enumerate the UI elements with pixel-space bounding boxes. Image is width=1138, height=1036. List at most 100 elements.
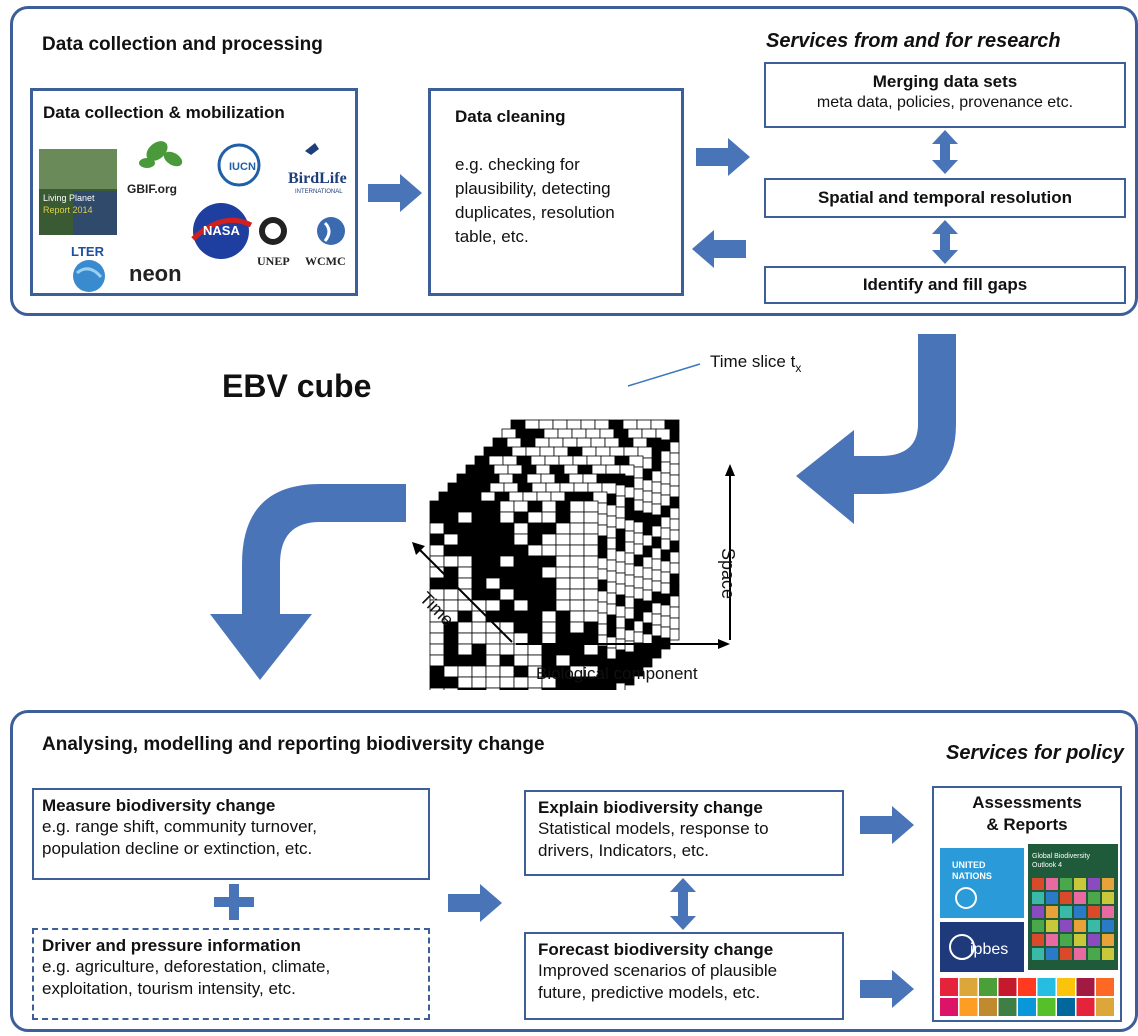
cube-cell bbox=[499, 544, 515, 557]
cube-cell bbox=[485, 588, 501, 601]
cube-cell bbox=[527, 588, 543, 601]
cube-cell bbox=[499, 500, 515, 513]
cube-cell bbox=[513, 621, 529, 634]
cube-cell bbox=[541, 544, 557, 557]
fill-gaps-box: Identify and fill gaps bbox=[764, 266, 1126, 304]
cube-cell bbox=[471, 544, 487, 557]
cube-cell bbox=[583, 632, 599, 645]
cube-cell bbox=[499, 511, 515, 524]
mosaic-tile bbox=[1032, 906, 1044, 918]
cube-cell bbox=[583, 555, 599, 568]
cube-cell bbox=[457, 676, 473, 689]
cube-cell bbox=[541, 632, 557, 645]
cube-cell bbox=[471, 522, 487, 535]
cube-cell bbox=[443, 588, 459, 601]
cube-cell bbox=[429, 522, 445, 535]
cube-cell bbox=[513, 610, 529, 623]
cube-cell bbox=[569, 577, 585, 590]
cube-cell bbox=[541, 566, 557, 579]
mosaic-tile bbox=[1046, 920, 1058, 932]
cube-cell bbox=[471, 500, 487, 513]
sdg-tile bbox=[1057, 978, 1075, 996]
cube-cell bbox=[527, 687, 543, 690]
sdg-tile bbox=[1018, 978, 1036, 996]
forecast-text: Improved scenarios of plausible future, … bbox=[538, 961, 778, 1002]
sdg-tile bbox=[979, 998, 997, 1016]
cube-cell bbox=[499, 599, 515, 612]
forecast-heading: Forecast biodiversity change bbox=[538, 940, 774, 959]
cube-cell bbox=[555, 610, 571, 623]
cube-cell bbox=[555, 632, 571, 645]
cube-cell bbox=[443, 522, 459, 535]
measure-heading: Measure biodiversity change bbox=[42, 796, 276, 815]
cube-cell bbox=[499, 687, 515, 690]
mosaic-tile bbox=[1074, 948, 1086, 960]
sdg-tile bbox=[1037, 978, 1056, 996]
cube-cell bbox=[485, 511, 501, 524]
ipbes-logo: ipbes bbox=[940, 922, 1024, 972]
living-planet-report-logo: Living Planet Report 2014 bbox=[39, 149, 117, 235]
cube-cell bbox=[443, 632, 459, 645]
merging-box: Merging data sets meta data, policies, p… bbox=[764, 62, 1126, 128]
explain-text: Statistical models, response to drivers,… bbox=[538, 819, 769, 860]
driver-box: Driver and pressure information e.g. agr… bbox=[32, 928, 430, 1020]
sdg-tile bbox=[940, 978, 958, 996]
sdg-tile bbox=[1018, 998, 1036, 1016]
cube-cell bbox=[569, 555, 585, 568]
cube-cell bbox=[583, 544, 599, 557]
cube-cell bbox=[555, 687, 571, 690]
cube-cell bbox=[513, 676, 529, 689]
cube-cell bbox=[485, 643, 501, 656]
cube-cell bbox=[429, 500, 445, 513]
cube-cell bbox=[527, 500, 543, 513]
cube-cell bbox=[583, 577, 599, 590]
mosaic-tile bbox=[1088, 948, 1100, 960]
ebv-cube-title: EBV cube bbox=[222, 368, 372, 404]
cube-cell bbox=[583, 533, 599, 546]
nasa-logo: NASA bbox=[191, 203, 253, 259]
cube-cell bbox=[457, 687, 473, 690]
mosaic-tile bbox=[1074, 878, 1086, 890]
svg-text:BirdLife: BirdLife bbox=[288, 170, 347, 187]
cube-cell bbox=[429, 577, 445, 590]
cube-cell bbox=[499, 566, 515, 579]
mosaic-tile bbox=[1046, 878, 1058, 890]
cube-cell bbox=[499, 654, 515, 667]
svg-text:INTERNATIONAL: INTERNATIONAL bbox=[295, 189, 343, 195]
data-collection-box: Data collection & mobilization Living Pl… bbox=[30, 88, 358, 296]
cube-cell bbox=[457, 599, 473, 612]
double-arrow-1 bbox=[932, 130, 958, 174]
cube-cell bbox=[443, 511, 459, 524]
plus-icon bbox=[214, 884, 254, 920]
cube-cell bbox=[499, 676, 515, 689]
cube-cell bbox=[457, 511, 473, 524]
cube-cell bbox=[443, 500, 459, 513]
cube-cell bbox=[499, 555, 515, 568]
cube-cell bbox=[499, 522, 515, 535]
cube-cell bbox=[541, 599, 557, 612]
cube-cell bbox=[527, 599, 543, 612]
mosaic-tile bbox=[1046, 934, 1058, 946]
cube-cell bbox=[527, 522, 543, 535]
cube-cell bbox=[583, 500, 599, 513]
analysis-panel bbox=[10, 710, 1138, 1032]
mosaic-tile bbox=[1060, 878, 1072, 890]
cube-cell bbox=[499, 632, 515, 645]
svg-text:NATIONS: NATIONS bbox=[952, 871, 992, 881]
reports-collage: UNITED NATIONS Global Biodiversity Outlo… bbox=[940, 844, 1118, 1016]
mosaic-tile bbox=[1102, 934, 1114, 946]
cube-cell bbox=[555, 522, 571, 535]
mosaic-tile bbox=[1046, 892, 1058, 904]
cube-cell bbox=[541, 643, 557, 656]
cube-cell bbox=[429, 665, 445, 678]
cube-cell bbox=[485, 665, 501, 678]
cube-cell bbox=[471, 533, 487, 546]
svg-text:GBIF.org: GBIF.org bbox=[127, 182, 177, 196]
cube-cell bbox=[569, 522, 585, 535]
cube-cell bbox=[485, 500, 501, 513]
cube-cell bbox=[569, 500, 585, 513]
cube-cell bbox=[527, 533, 543, 546]
services-policy-title: Services for policy bbox=[946, 742, 1124, 764]
cube-cell bbox=[457, 654, 473, 667]
cube-cell bbox=[513, 566, 529, 579]
